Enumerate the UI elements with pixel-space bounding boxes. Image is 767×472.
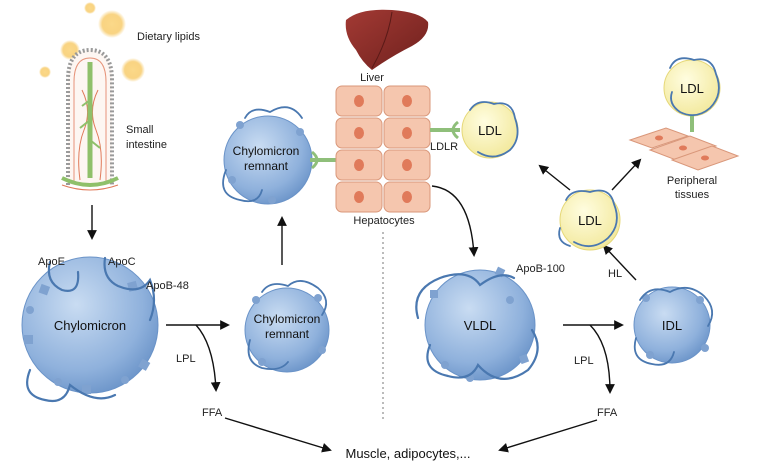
arrow-vldl-to-ffa <box>589 324 615 394</box>
ldl-particle-middle <box>558 189 621 251</box>
chylomicron-particle <box>21 256 159 403</box>
ffa-left-label: FFA <box>202 407 223 419</box>
idl-label: IDL <box>662 318 682 333</box>
remnant-top-label-1: Chylomicron <box>233 144 300 158</box>
remnant-mid-label-1: Chylomicron <box>254 312 321 326</box>
ldl-top-label: LDL <box>680 81 704 96</box>
ldlr-receptor <box>430 120 460 140</box>
arrow-ffa-right-to-muscle <box>498 419 598 453</box>
lpl-left-label: LPL <box>176 353 196 365</box>
chylomicron-remnant-middle <box>244 280 330 373</box>
ldl-mid-label: LDL <box>578 213 602 228</box>
arrow-ldl-to-liver <box>538 164 571 191</box>
arrow-ldl-to-peripheral <box>611 158 642 191</box>
peripheral-label-2: tissues <box>675 189 710 201</box>
apob48-label: ApoB-48 <box>146 280 189 292</box>
chylomicron-label: Chylomicron <box>54 318 126 333</box>
dietary-lipids-label: Dietary lipids <box>137 31 200 43</box>
remnant-receptor <box>310 150 336 170</box>
apoc-label: ApoC <box>108 256 136 268</box>
remnant-mid-label-2: remnant <box>265 327 310 341</box>
hepatocytes-grid <box>335 85 431 213</box>
peripheral-tissue-cells <box>628 127 740 171</box>
remnant-top-label-2: remnant <box>244 159 289 173</box>
peripheral-label-1: Peripheral <box>667 175 717 187</box>
lpl-right-label: LPL <box>574 355 594 367</box>
small-intestine-villus <box>61 47 119 191</box>
arrow-ffa-left-to-muscle <box>224 417 332 453</box>
chylomicron-remnant-top <box>222 106 313 205</box>
hepatocytes-label: Hepatocytes <box>353 215 415 227</box>
ldlr-label: LDLR <box>430 141 458 153</box>
vldl-particle <box>415 266 539 382</box>
muscle-adipocytes-label: Muscle, adipocytes,... <box>346 446 471 461</box>
arrow-idl-to-ldl <box>602 244 637 281</box>
ffa-right-label: FFA <box>597 407 618 419</box>
apoe-label: ApoE <box>38 256 65 268</box>
ldl-particle-top <box>663 57 721 132</box>
arrow-chylomicron-to-ffa <box>195 324 221 392</box>
idl-particle <box>633 286 714 366</box>
apob100-label: ApoB-100 <box>516 263 565 275</box>
ldl-particle-liver <box>461 101 519 159</box>
small-intestine-label-2: intestine <box>126 139 167 151</box>
arrow-liver-to-vldl <box>431 185 479 257</box>
dietary-lipid-droplets <box>39 2 145 82</box>
hl-label: HL <box>608 268 622 280</box>
liver-icon <box>345 9 429 70</box>
ldl-liver-label: LDL <box>478 123 502 138</box>
liver-label: Liver <box>360 72 384 84</box>
vldl-label: VLDL <box>464 318 497 333</box>
small-intestine-label-1: Small <box>126 124 154 136</box>
